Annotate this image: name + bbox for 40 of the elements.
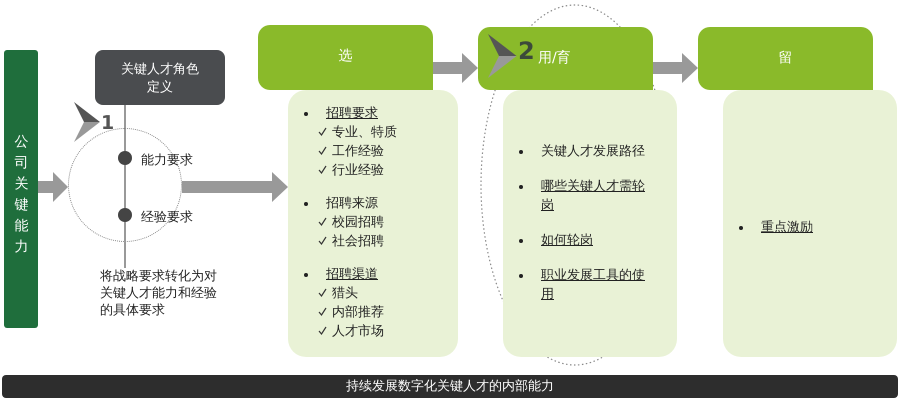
item-text: 招聘来源 xyxy=(326,195,378,213)
item-text: 招聘要求 xyxy=(326,105,378,123)
step-number: 1 xyxy=(101,114,114,133)
item-text: 校园招聘 xyxy=(332,214,384,232)
item-text: 重点激励 xyxy=(761,219,813,237)
item-text: 社会招聘 xyxy=(332,233,384,251)
stage-panel xyxy=(288,90,458,357)
block-arrow xyxy=(653,53,698,83)
item-text: 如何轮岗 xyxy=(541,232,593,250)
item-text: 关键人才发展路径 xyxy=(541,143,645,161)
stage-panel xyxy=(503,90,677,357)
item-text: 经验要求 xyxy=(141,209,193,226)
vertical-label: 公司关键能力 xyxy=(14,133,29,257)
stage-header xyxy=(698,27,873,90)
block-arrow xyxy=(182,172,288,202)
item-text: 专业、特质 xyxy=(332,124,397,142)
note-text: 将战略要求转化为对关键人才能力和经验的具体要求 xyxy=(100,268,225,328)
side-bar xyxy=(4,50,38,328)
item-text: 职业发展工具的使用 xyxy=(541,267,646,304)
header-text: 用/育 xyxy=(538,49,571,67)
connector-line xyxy=(124,242,126,268)
stage-header xyxy=(258,25,433,90)
step-number: 2 xyxy=(518,39,535,63)
item-text: 工作经验 xyxy=(332,143,384,161)
footer-bar: 持续发展数字化关键人才的内部能力 xyxy=(2,375,898,398)
role-box: 关键人才角色定义 xyxy=(95,50,225,105)
header-text: 选 xyxy=(338,47,354,65)
item-text: 能力要求 xyxy=(141,152,193,169)
item-text: 哪些关键人才需轮岗 xyxy=(541,178,646,215)
header-text: 留 xyxy=(778,49,794,67)
item-text: 招聘渠道 xyxy=(326,266,378,284)
stage-header xyxy=(478,27,653,90)
item-text: 内部推荐 xyxy=(332,304,384,322)
block-arrow xyxy=(433,53,478,83)
block-arrow xyxy=(38,172,68,202)
item-text: 行业经验 xyxy=(332,162,384,180)
connector-line xyxy=(124,104,126,128)
stage-panel xyxy=(723,90,897,357)
item-text: 人才市场 xyxy=(332,323,384,341)
item-text: 猎头 xyxy=(332,285,358,303)
